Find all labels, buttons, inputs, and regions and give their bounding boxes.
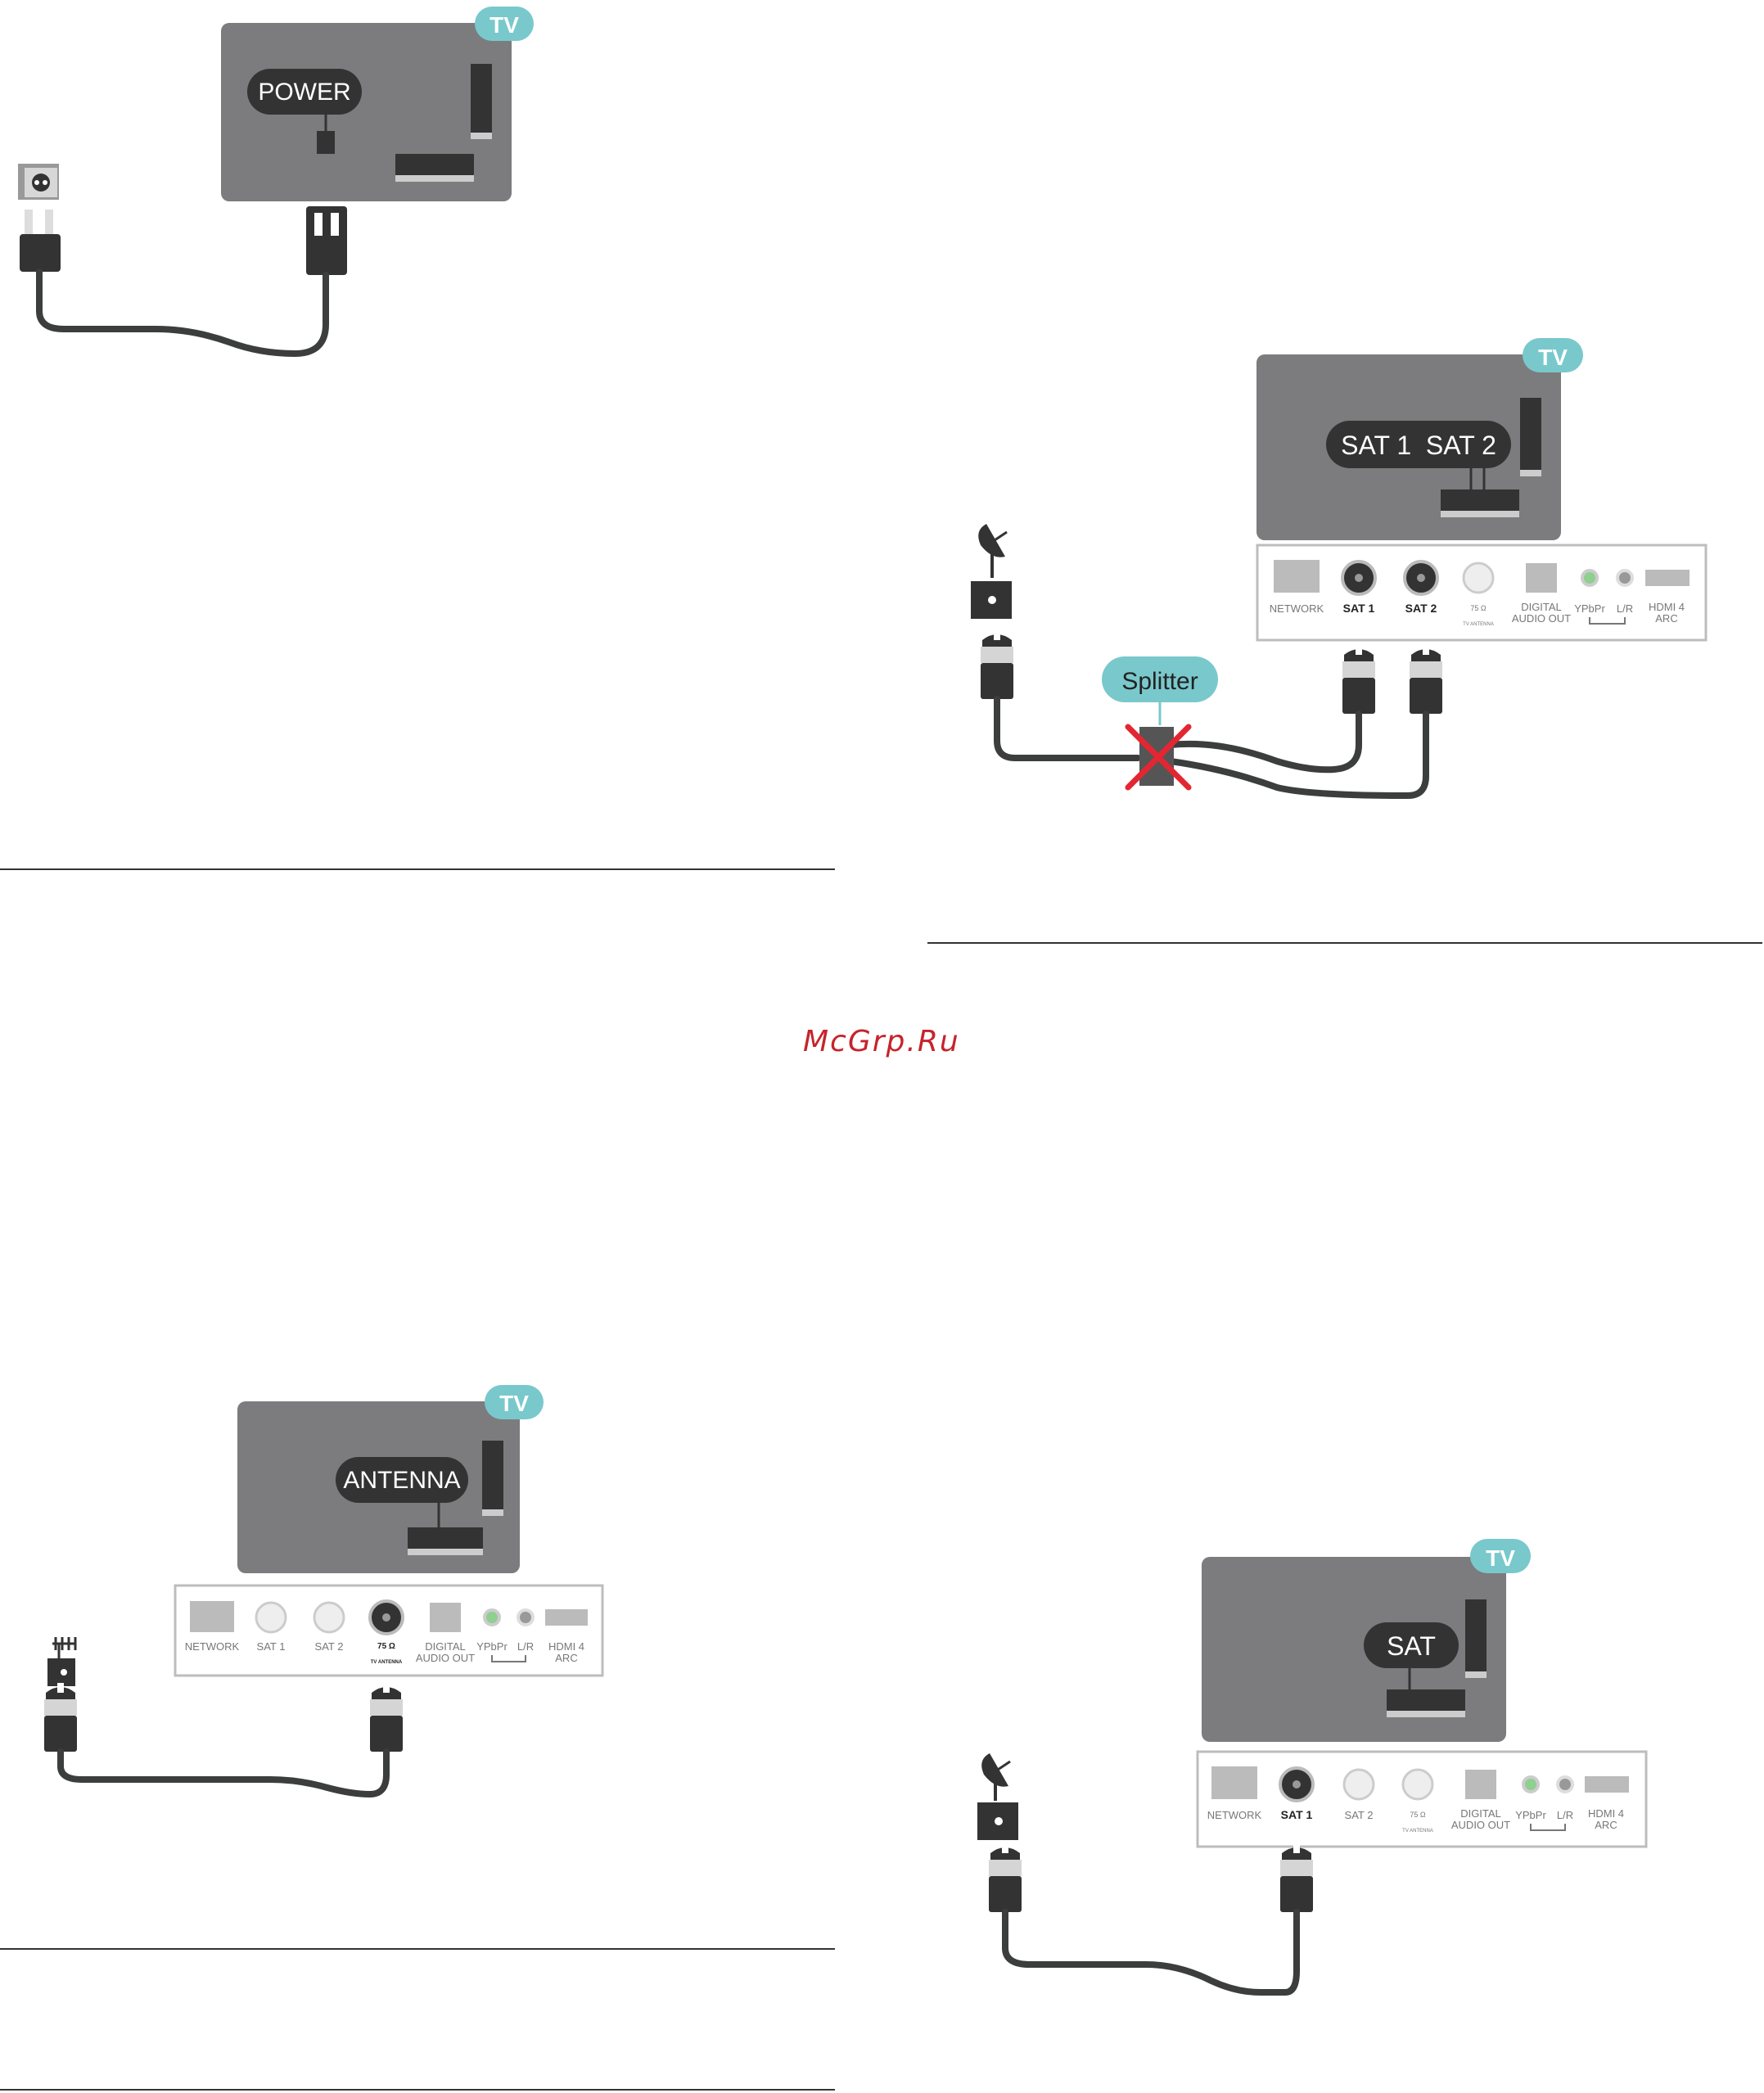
sat-cable xyxy=(1005,1912,1297,1992)
sat1-port-icon xyxy=(256,1603,286,1632)
svg-text:NETWORK: NETWORK xyxy=(1270,602,1324,615)
coax-connector xyxy=(989,1843,1022,1912)
svg-text:ARC: ARC xyxy=(1595,1819,1617,1831)
svg-text:HDMI 4: HDMI 4 xyxy=(1588,1807,1624,1820)
hdmi-port-icon xyxy=(545,1609,588,1626)
svg-text:YPbPr: YPbPr xyxy=(1574,602,1605,615)
section-divider xyxy=(0,868,835,870)
section-divider xyxy=(927,942,1762,944)
svg-text:NETWORK: NETWORK xyxy=(185,1640,240,1653)
svg-text:ARC: ARC xyxy=(555,1652,577,1664)
sat-label: SAT xyxy=(1387,1631,1436,1661)
section-divider xyxy=(0,2089,835,2091)
network-port-icon xyxy=(190,1601,234,1632)
antenna-icon xyxy=(52,1637,75,1658)
sat2-port-icon xyxy=(314,1603,344,1632)
coax-connector xyxy=(1410,645,1442,714)
svg-text:ARC: ARC xyxy=(1655,612,1677,625)
svg-text:75 Ω: 75 Ω xyxy=(377,1642,395,1651)
antenna-port-icon xyxy=(1403,1770,1432,1799)
svg-text:DIGITAL: DIGITAL xyxy=(1460,1807,1501,1820)
svg-text:SAT 1: SAT 1 xyxy=(1343,602,1375,615)
svg-text:L/R: L/R xyxy=(517,1640,534,1653)
coax-connector xyxy=(44,1683,77,1752)
lr-port-icon xyxy=(1617,571,1632,585)
svg-text:TV: TV xyxy=(1538,345,1568,370)
svg-text:SAT 1: SAT 1 xyxy=(1281,1808,1313,1821)
ypbpr-port-icon xyxy=(485,1610,499,1625)
network-port-icon xyxy=(1211,1766,1257,1799)
svg-text:TV: TV xyxy=(489,12,519,38)
antenna-diagram: ANTENNA TV NETWORK SAT 1 SAT 2 75 Ω TV A… xyxy=(44,1385,602,1794)
digital-audio-port-icon xyxy=(430,1603,461,1632)
lr-port-icon xyxy=(518,1610,533,1625)
svg-text:AUDIO OUT: AUDIO OUT xyxy=(416,1652,475,1664)
power-diagram: POWER TV xyxy=(18,7,534,354)
digital-audio-port-icon xyxy=(1465,1770,1496,1799)
wall-socket-icon xyxy=(18,164,59,200)
hdmi-port-icon xyxy=(1585,1776,1629,1793)
digital-audio-port-icon xyxy=(1526,563,1557,593)
svg-text:SAT 2: SAT 2 xyxy=(1345,1809,1374,1821)
svg-text:L/R: L/R xyxy=(1617,602,1633,615)
satellite-dish-icon xyxy=(971,524,1012,619)
svg-text:HDMI 4: HDMI 4 xyxy=(548,1640,584,1653)
svg-text:SAT 2: SAT 2 xyxy=(1405,602,1437,615)
sat-diagram: SAT TV NETWORK SAT 1 SAT 2 75 Ω TV ANTEN… xyxy=(977,1539,1646,1992)
svg-text:TV ANTENNA: TV ANTENNA xyxy=(371,1660,403,1665)
svg-text:SAT 2: SAT 2 xyxy=(315,1640,344,1653)
svg-text:TV ANTENNA: TV ANTENNA xyxy=(1402,1829,1433,1834)
power-label: POWER xyxy=(258,79,350,106)
connector-panel: NETWORK SAT 1 SAT 2 75 Ω TV ANTENNA DIGI… xyxy=(1257,545,1706,640)
svg-text:YPbPr: YPbPr xyxy=(476,1640,508,1653)
antenna-cable xyxy=(61,1752,386,1794)
svg-text:TV: TV xyxy=(499,1391,529,1416)
dish-cable xyxy=(997,699,1138,758)
svg-text:YPbPr: YPbPr xyxy=(1515,1809,1546,1821)
hdmi-port-icon xyxy=(1645,570,1690,586)
section-divider xyxy=(0,1948,835,1950)
sat2-cable xyxy=(1171,714,1426,796)
svg-text:TV: TV xyxy=(1486,1545,1515,1571)
svg-text:DIGITAL: DIGITAL xyxy=(425,1640,466,1653)
svg-text:75 Ω: 75 Ω xyxy=(1410,1811,1426,1819)
svg-text:L/R: L/R xyxy=(1557,1809,1573,1821)
connector-panel: NETWORK SAT 1 SAT 2 75 Ω TV ANTENNA DIGI… xyxy=(175,1586,602,1676)
splitter-label: Splitter xyxy=(1121,668,1198,695)
wall-socket-icon xyxy=(47,1658,75,1686)
sat1-cable xyxy=(1171,714,1359,769)
power-plug-icon xyxy=(20,210,61,272)
svg-text:AUDIO OUT: AUDIO OUT xyxy=(1451,1819,1510,1831)
coax-connector xyxy=(370,1683,403,1752)
network-port-icon xyxy=(1274,560,1320,593)
watermark: McGrp.Ru xyxy=(803,1025,967,1058)
svg-text:DIGITAL: DIGITAL xyxy=(1521,601,1562,613)
power-cable xyxy=(39,272,326,354)
svg-text:SAT 1: SAT 1 xyxy=(257,1640,286,1653)
splitter-diagram: SAT 1 SAT 2 TV NETWORK SAT 1 SAT 2 75 Ω … xyxy=(971,338,1706,796)
coax-connector xyxy=(1280,1843,1313,1912)
antenna-label: ANTENNA xyxy=(343,1467,460,1494)
coax-connector xyxy=(1342,645,1375,714)
lr-port-icon xyxy=(1558,1777,1572,1792)
svg-text:TV ANTENNA: TV ANTENNA xyxy=(1463,622,1494,627)
satellite-dish-icon xyxy=(977,1753,1018,1840)
coax-connector xyxy=(981,630,1013,699)
svg-text:HDMI 4: HDMI 4 xyxy=(1649,601,1685,613)
antenna-port-icon xyxy=(1464,563,1493,593)
ypbpr-port-icon xyxy=(1582,571,1597,585)
ypbpr-port-icon xyxy=(1523,1777,1538,1792)
tv-power-connector-icon xyxy=(306,206,347,275)
svg-text:NETWORK: NETWORK xyxy=(1207,1809,1262,1821)
sat2-port-icon xyxy=(1344,1770,1374,1799)
sat-labels: SAT 1 SAT 2 xyxy=(1341,431,1496,460)
tv-slot xyxy=(471,64,492,139)
connector-panel: NETWORK SAT 1 SAT 2 75 Ω TV ANTENNA DIGI… xyxy=(1198,1752,1646,1847)
svg-text:AUDIO OUT: AUDIO OUT xyxy=(1512,612,1571,625)
svg-text:75 Ω: 75 Ω xyxy=(1470,604,1487,612)
